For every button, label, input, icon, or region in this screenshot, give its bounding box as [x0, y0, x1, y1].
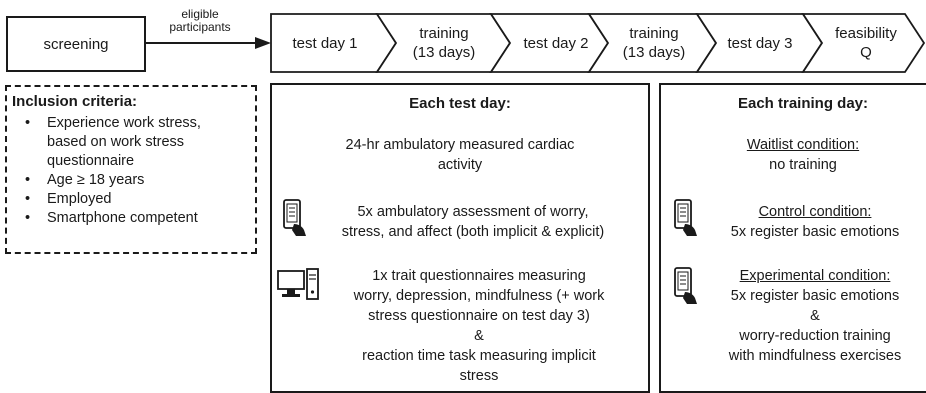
test-day-title: Each test day:: [409, 95, 511, 112]
inclusion-criteria-list: • Experience work stress, based on work …: [7, 114, 201, 228]
smartphone-icon: [674, 199, 697, 236]
ambulatory-assessment-text: 5x ambulatory assessment of worry, stres…: [341, 204, 605, 240]
stage-label-test-day-3: test day 3: [727, 34, 793, 52]
smartphone-icon: [283, 199, 306, 236]
experimental-condition-heading: Experimental condition:: [739, 268, 891, 284]
stage-chevron-feasibility: [801, 13, 926, 73]
test-day-panel: Each test day: 24-hr ambulatory measured…: [270, 83, 650, 393]
desktop-computer-icon: [277, 268, 319, 300]
smartphone-icon: [674, 267, 697, 304]
waitlist-condition-text: Waitlist condition: no training: [673, 135, 926, 175]
control-condition-text: Control condition: 5x register basic emo…: [697, 202, 926, 242]
stage-label-test-day-1: test day 1: [292, 34, 358, 52]
cardiac-activity-text: 24-hr ambulatory measured cardiac activi…: [345, 137, 575, 173]
trait-questionnaires-text: 1x trait questionnaires measuring worry,…: [353, 268, 605, 384]
inclusion-criteria-box: Inclusion criteria: • Experience work st…: [5, 85, 257, 254]
stage-label-training-2: training(13 days): [622, 25, 686, 61]
inclusion-criteria-title: Inclusion criteria:: [12, 93, 138, 110]
stage-label-training-1: training(13 days): [412, 25, 476, 61]
participant-flow-arrowhead: [255, 37, 271, 49]
inclusion-item: • Employed: [25, 191, 112, 207]
training-day-panel: Each training day: Waitlist condition: n…: [659, 83, 926, 393]
waitlist-condition-heading: Waitlist condition:: [746, 137, 860, 153]
stage-label-test-day-2: test day 2: [523, 34, 589, 52]
screening-box: screening: [6, 16, 146, 72]
inclusion-item: • Age ≥ 18 years: [25, 172, 145, 188]
inclusion-item: • Smartphone competent: [25, 210, 198, 226]
experimental-condition-text: Experimental condition: 5x register basi…: [697, 266, 926, 366]
inclusion-item: • Experience work stress, based on work …: [25, 115, 201, 169]
control-condition-heading: Control condition:: [758, 204, 872, 220]
training-day-title: Each training day:: [737, 95, 869, 112]
eligible-participants-label: eligible participants: [169, 7, 231, 34]
screening-label: screening: [43, 35, 109, 53]
